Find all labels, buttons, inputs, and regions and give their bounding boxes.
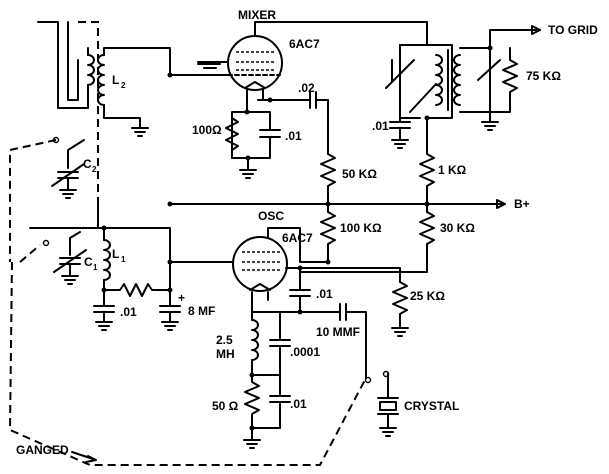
l-25mh-label-a: 2.5 bbox=[216, 333, 233, 347]
c-01-osc-plate-label: .01 bbox=[316, 287, 333, 301]
ganged-pointer bbox=[71, 451, 97, 463]
resistor-100k bbox=[320, 203, 336, 263]
l2-sub: 2 bbox=[121, 81, 126, 90]
variable-capacitor-c1 bbox=[42, 231, 87, 285]
osc-coil-l1 bbox=[29, 199, 181, 331]
resistor-1k bbox=[419, 149, 435, 205]
r-25k-label: 25 KΩ bbox=[410, 289, 445, 303]
mixer-cathode-network bbox=[225, 99, 281, 179]
c-10mmf-label: 10 MMF bbox=[316, 325, 360, 339]
c-8mf-label: 8 MF bbox=[188, 304, 215, 318]
crystal-label: CRYSTAL bbox=[404, 399, 459, 413]
r-100k-label: 100 KΩ bbox=[340, 221, 382, 235]
l2-label: L bbox=[112, 73, 119, 87]
c2-sub: 2 bbox=[92, 165, 97, 174]
resistor-50k bbox=[320, 149, 336, 207]
mixer-tube-label: 6AC7 bbox=[289, 37, 320, 51]
r-50ohm-label: 50 Ω bbox=[212, 399, 239, 413]
input-coil-l2 bbox=[37, 21, 229, 137]
to-grid-label: TO GRID bbox=[548, 23, 598, 37]
r-100ohm-label: 100Ω bbox=[192, 123, 222, 137]
ganged-linkage bbox=[8, 21, 367, 466]
osc-cathode-network bbox=[243, 311, 291, 449]
l1-label: L bbox=[112, 247, 119, 261]
c1-sub: 1 bbox=[93, 263, 98, 272]
c-01-osc-left-label: .01 bbox=[120, 305, 137, 319]
output-tank bbox=[385, 25, 541, 151]
l1-sub: 1 bbox=[121, 255, 126, 264]
mixer-tube bbox=[197, 21, 428, 101]
r-50k-label: 50 KΩ bbox=[342, 167, 377, 181]
variable-capacitor-c2 bbox=[51, 136, 85, 199]
c-01-mixer-label: .01 bbox=[285, 129, 302, 143]
crystal-switch bbox=[364, 370, 399, 437]
r-1k-label: 1 KΩ bbox=[438, 163, 467, 177]
b-plus-bus bbox=[167, 199, 506, 209]
b-plus-label: B+ bbox=[514, 197, 530, 211]
l-25mh-label-b: MH bbox=[216, 347, 235, 361]
c1-label: C bbox=[84, 255, 93, 269]
c-01-osc-cathode-label: .01 bbox=[290, 397, 307, 411]
c-01-tank-label: .01 bbox=[372, 119, 389, 133]
c-0001-label: .0001 bbox=[290, 345, 320, 359]
osc-tube-label: 6AC7 bbox=[282, 231, 313, 245]
osc-plate-caps bbox=[251, 265, 367, 379]
mixer-label: MIXER bbox=[238, 8, 276, 22]
resistor-25k bbox=[391, 271, 409, 337]
ganged-label: GANGED bbox=[16, 443, 69, 457]
r-75k-label: 75 KΩ bbox=[526, 69, 561, 83]
plus-sign: + bbox=[178, 291, 185, 305]
c2-label: C bbox=[83, 157, 92, 171]
r-30k-label: 30 KΩ bbox=[440, 221, 475, 235]
c-02-label: .02 bbox=[298, 81, 315, 95]
oscillator-tube bbox=[169, 227, 401, 313]
osc-label: OSC bbox=[258, 209, 284, 223]
coupling-capacitor-02 bbox=[257, 91, 329, 151]
